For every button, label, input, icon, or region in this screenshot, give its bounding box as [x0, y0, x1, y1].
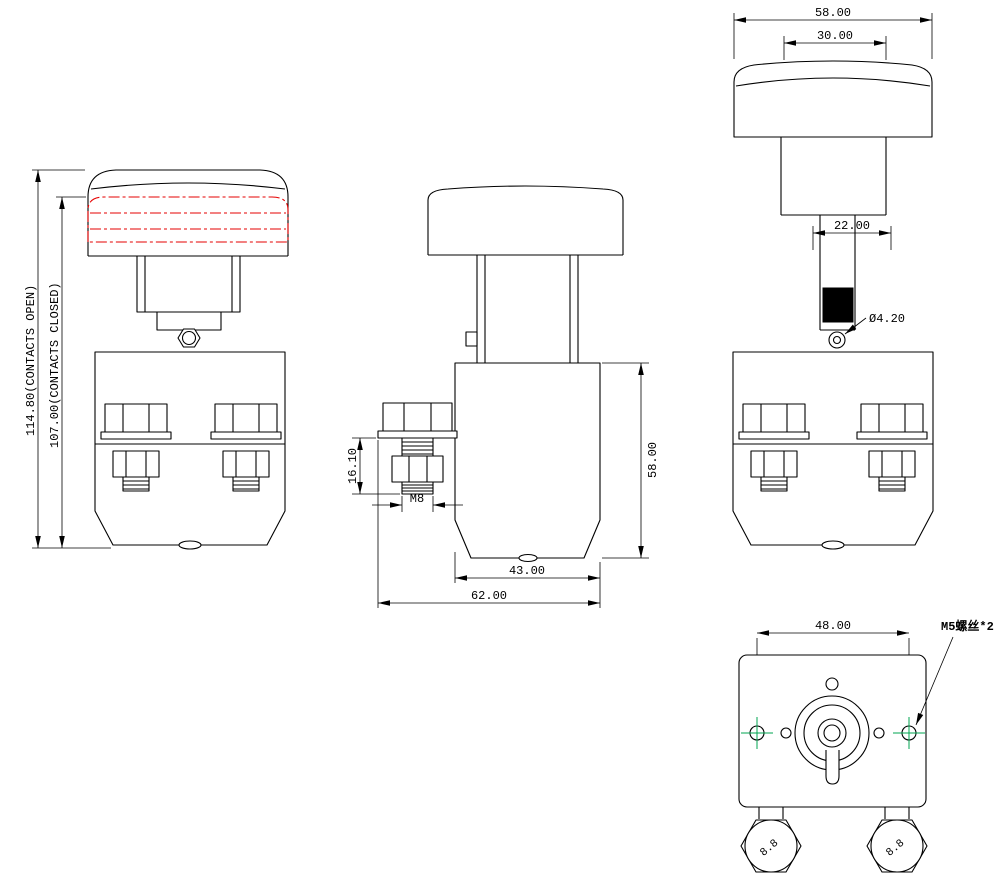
mount-screw-callout-text: M5螺丝*2	[941, 618, 994, 634]
bolt-circle	[870, 819, 924, 873]
dim-thread-length-text: 16.10	[346, 448, 360, 484]
side-body	[454, 362, 601, 563]
bolt-circle	[744, 819, 798, 873]
dimension-height-closed: 107.00(CONTACTS CLOSED)	[48, 196, 86, 548]
keyway-slot	[825, 750, 840, 785]
bottom-view: 48.00 M5螺丝*2 8.8	[738, 618, 994, 873]
dim-mount-spacing-text: 48.00	[815, 619, 851, 633]
rear-cap	[733, 60, 933, 138]
side-hole-right	[873, 727, 885, 739]
dim-overall-width-text: 62.00	[471, 589, 507, 603]
bolt-right: 8.8	[866, 807, 928, 873]
bottom-notch	[821, 540, 845, 550]
front-cap-pressed-outline	[87, 196, 289, 243]
rear-view: 58.00 30.00 22.00 Ø4.20	[732, 6, 934, 550]
dim-height-open-text: 114.80(CONTACTS OPEN)	[24, 285, 38, 436]
rear-body	[732, 351, 934, 550]
dimension-overall-width: 62.00	[377, 440, 600, 608]
side-view: 16.10 M8 58.00 43.00 62.00	[346, 185, 660, 608]
dimension-shaft-width: 22.00	[812, 219, 892, 250]
bottom-notch	[178, 540, 202, 550]
stem-nut-hole	[181, 330, 197, 346]
dim-height-closed-text: 107.00(CONTACTS CLOSED)	[48, 282, 62, 448]
dimension-height-open: 114.80(CONTACTS OPEN)	[24, 169, 111, 549]
dim-stem-width-text: 30.00	[817, 29, 853, 43]
pin-hole	[832, 335, 842, 345]
thread-size-text: M8	[410, 492, 424, 506]
side-body-outline	[454, 362, 601, 559]
mount-hole-right	[893, 717, 925, 749]
front-body	[94, 351, 286, 550]
rear-shaft	[819, 215, 856, 349]
front-stem	[136, 255, 241, 348]
callout-hole-diameter: Ø4.20	[844, 312, 905, 335]
rear-stem	[780, 137, 887, 216]
side-cap	[427, 185, 624, 256]
bolt-left: 8.8	[740, 807, 802, 873]
hole-diameter-text: Ø4.20	[869, 312, 905, 326]
knurled-section	[822, 287, 854, 323]
dimension-stem-width: 30.00	[783, 29, 887, 60]
aux-lug	[465, 331, 478, 347]
dimension-body-height: 58.00	[602, 362, 660, 559]
callout-mount-screws: M5螺丝*2	[915, 618, 994, 726]
side-hole-left	[780, 727, 792, 739]
dim-body-width-text: 43.00	[509, 564, 545, 578]
bottom-notch	[518, 553, 538, 563]
side-stem	[465, 255, 579, 363]
rear-body-outline	[732, 351, 934, 546]
dimension-thread-size: M8	[372, 492, 463, 512]
dim-cap-width-text: 58.00	[815, 6, 851, 20]
dim-shaft-width-text: 22.00	[834, 219, 870, 233]
dimension-body-width: 43.00	[454, 552, 601, 608]
top-hole	[825, 677, 839, 691]
center-boss	[794, 695, 870, 785]
dim-body-height-text: 58.00	[646, 442, 660, 478]
front-body-outline	[94, 351, 286, 546]
side-terminal	[377, 402, 458, 495]
mount-hole-left	[741, 717, 773, 749]
front-view: 114.80(CONTACTS OPEN) 107.00(CONTACTS CL…	[24, 169, 289, 550]
dimension-cap-width: 58.00	[733, 6, 933, 59]
dimension-thread-length: 16.10	[346, 437, 400, 495]
